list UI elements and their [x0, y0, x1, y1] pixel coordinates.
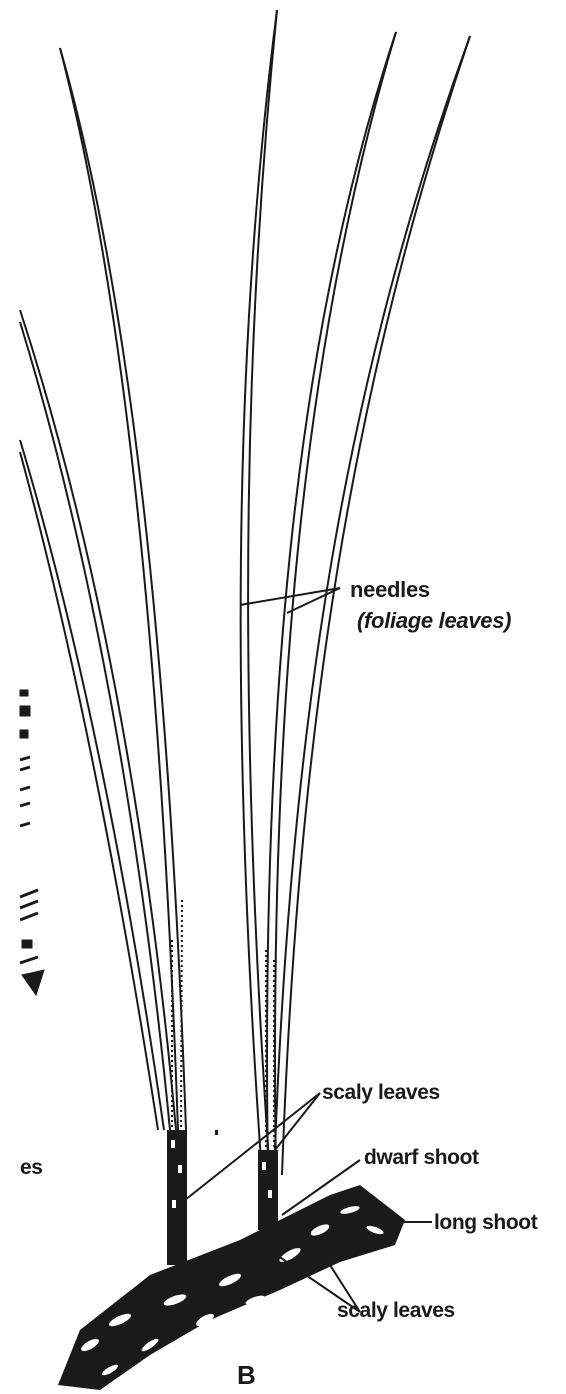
long-shoot — [58, 1185, 405, 1390]
long-shoot-label: long shoot — [434, 1212, 537, 1233]
needles-label: needles — [350, 579, 430, 601]
panel-letter: B — [237, 1362, 256, 1388]
ink-dot — [215, 1130, 218, 1135]
scaly-leaves-top-label: scaly leaves — [322, 1082, 440, 1103]
left-edge-partial-figure — [20, 690, 44, 995]
leader-lines — [185, 588, 432, 1312]
foliage-leaves-label: (foliage leaves) — [357, 610, 511, 632]
dwarf-shoot-label: dwarf shoot — [364, 1147, 479, 1168]
scaly-leaves-bottom-label: scaly leaves — [337, 1300, 455, 1321]
partial-left-label: es — [20, 1157, 43, 1178]
